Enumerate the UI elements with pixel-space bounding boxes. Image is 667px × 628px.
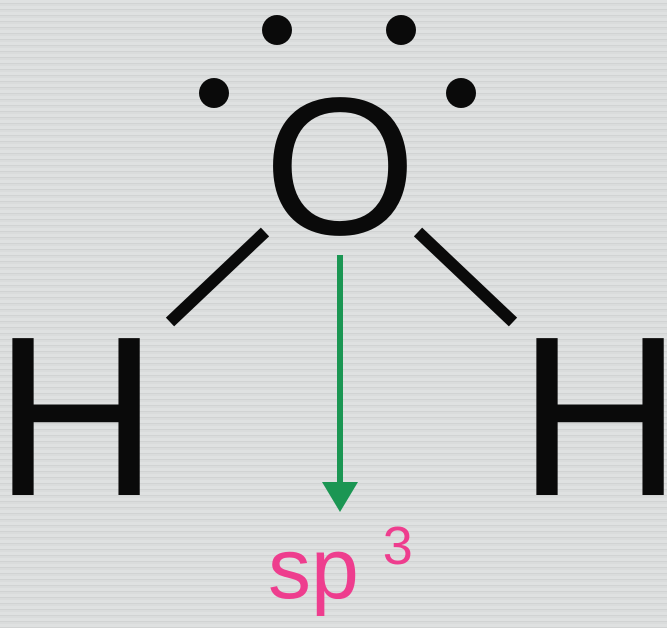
lone-pair-electron-top-right [386,15,416,45]
bond-left [165,227,270,327]
hybridization-arrow [322,255,358,512]
hybridization-label-base: sp [268,521,359,617]
lone-pairs [199,15,476,108]
arrow-head [322,482,358,512]
hybridization-label-superscript: 3 [383,516,413,576]
hydrogen-atom-right-label: H [518,290,667,544]
hybridization-label: sp 3 [268,516,413,617]
bond-right [413,227,518,327]
lone-pair-electron-right [446,78,476,108]
lone-pair-electron-left [199,78,229,108]
oxygen-atom-label: O [264,57,416,276]
hydrogen-atom-left-label: H [0,290,158,544]
lone-pair-electron-top-left [262,15,292,45]
